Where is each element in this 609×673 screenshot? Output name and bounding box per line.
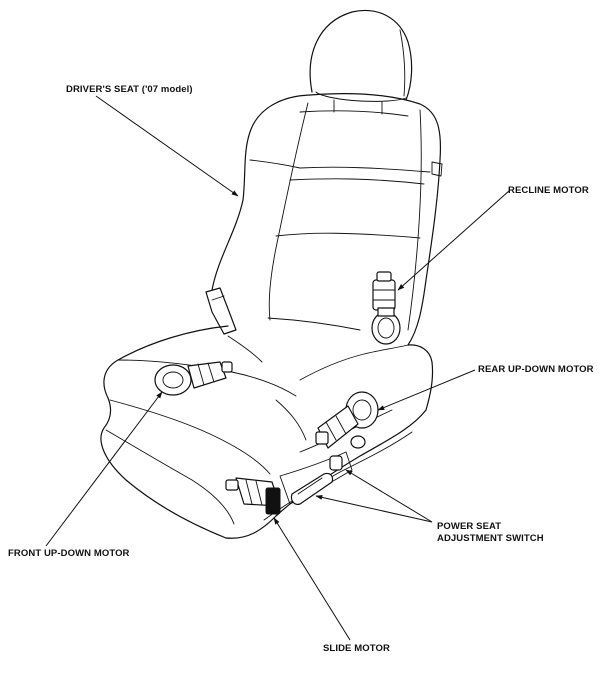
label-drivers-seat: DRIVER'S SEAT ('07 model) bbox=[66, 84, 193, 95]
label-recline-motor: RECLINE MOTOR bbox=[508, 185, 589, 196]
leader-slide-motor bbox=[273, 517, 351, 641]
recline-motor-part bbox=[371, 271, 401, 345]
label-power-seat-line1: POWER SEAT bbox=[437, 521, 501, 532]
label-power-seat-line2: ADJUSTMENT SWITCH bbox=[437, 533, 544, 544]
backrest bbox=[210, 93, 443, 346]
headrest bbox=[309, 10, 413, 115]
leader-recline-motor bbox=[397, 189, 511, 291]
callout-labels: DRIVER'S SEAT ('07 model) RECLINE MOTOR … bbox=[8, 84, 594, 654]
leader-front-updown-motor bbox=[45, 391, 163, 547]
leader-rear-updown-motor bbox=[377, 369, 476, 411]
rear-updown-motor-part bbox=[315, 391, 379, 449]
slide-motor-part bbox=[225, 477, 281, 515]
leader-switch-b bbox=[345, 469, 433, 523]
seat-belt-buckle bbox=[205, 287, 237, 335]
label-rear-updown-motor: REAR UP-DOWN MOTOR bbox=[478, 364, 594, 375]
callout-leaders bbox=[45, 95, 511, 641]
front-updown-motor-part bbox=[154, 361, 233, 396]
label-front-updown-motor: FRONT UP-DOWN MOTOR bbox=[8, 548, 130, 559]
power-seat-switch-part bbox=[290, 455, 343, 505]
leader-drivers-seat bbox=[95, 95, 239, 197]
leader-switch-a bbox=[315, 494, 433, 523]
label-slide-motor: SLIDE MOTOR bbox=[323, 643, 390, 654]
